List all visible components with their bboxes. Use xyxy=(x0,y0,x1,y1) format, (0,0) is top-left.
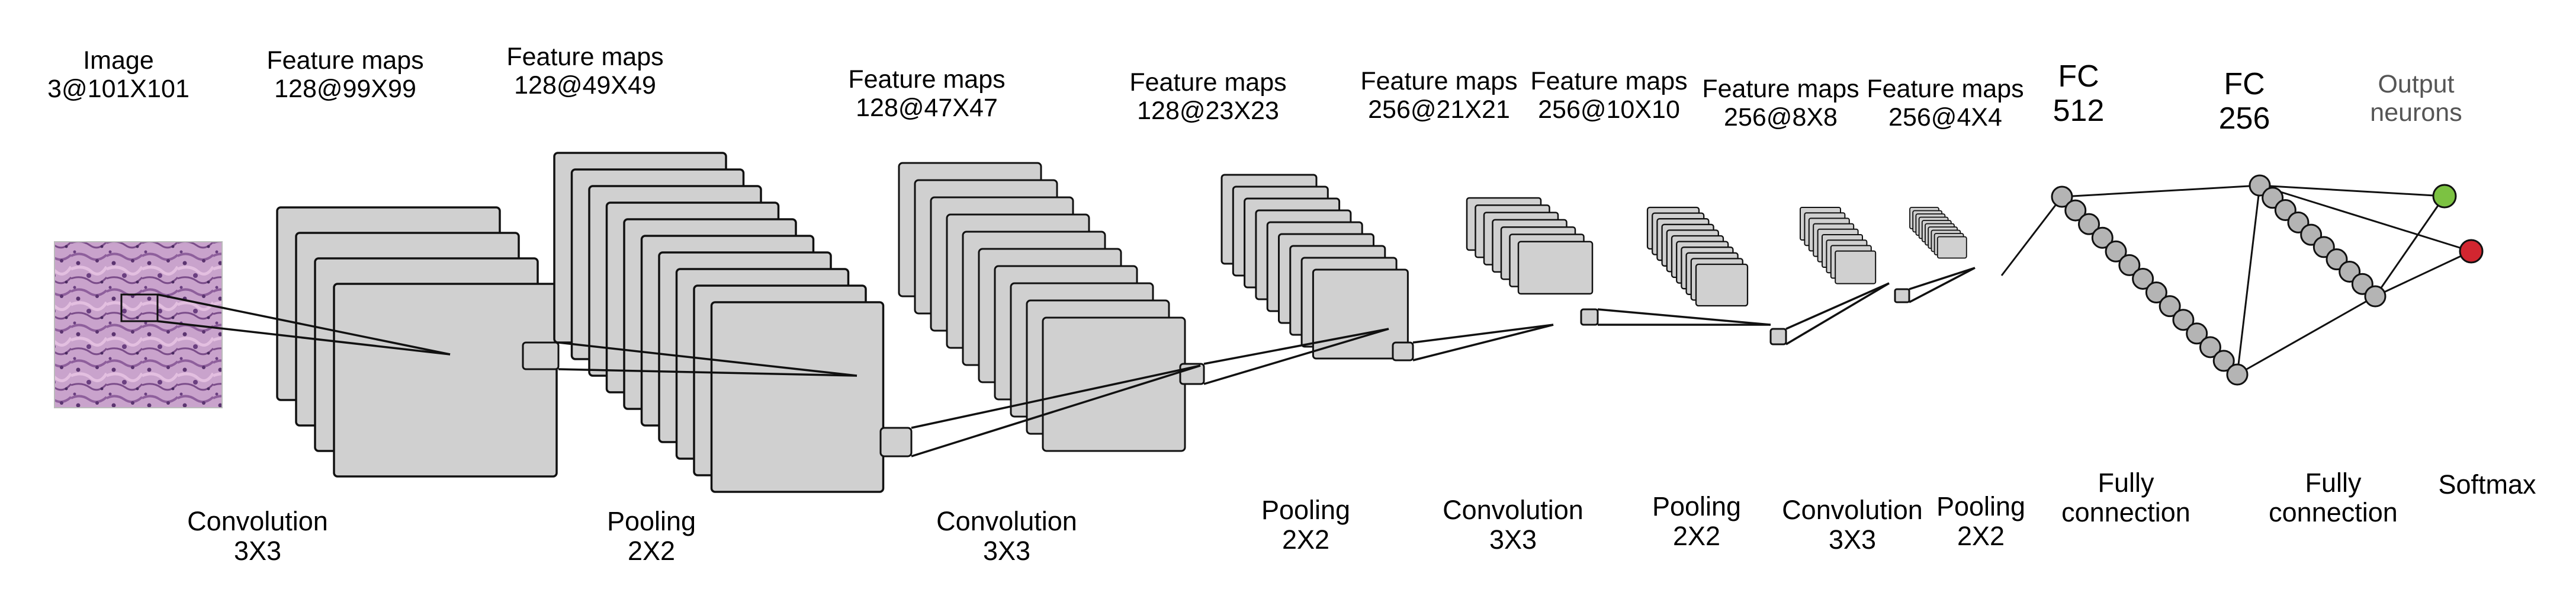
feature-map-stack-2 xyxy=(553,152,885,493)
feature-map xyxy=(1936,236,1967,259)
connection-line xyxy=(1785,282,1890,345)
fc-edge xyxy=(2375,250,2472,297)
feature-map xyxy=(1835,250,1877,284)
fc-neuron xyxy=(2118,254,2141,276)
connection-line xyxy=(157,320,451,356)
connection-line xyxy=(157,293,451,356)
op-label-softmax: Softmax xyxy=(2438,469,2536,500)
receptive-field-box xyxy=(1769,328,1787,345)
feature-map-stack-8 xyxy=(1909,207,1967,259)
receptive-field-box xyxy=(1580,308,1599,326)
feature-map xyxy=(710,301,885,493)
connection-line xyxy=(1203,328,1389,365)
fc-neuron xyxy=(2199,336,2221,359)
connection-line xyxy=(1909,267,1976,290)
fc-edge xyxy=(2236,185,2261,375)
fc-neuron xyxy=(2159,295,2181,318)
receptive-field-box xyxy=(120,293,159,322)
fc-neuron xyxy=(2091,226,2114,249)
neurons xyxy=(2051,174,2484,386)
receptive-field-box xyxy=(1894,288,1910,303)
fc-neuron xyxy=(2186,322,2208,345)
receptive-field-box xyxy=(522,341,560,370)
connection-line xyxy=(911,364,1201,457)
fc-neuron xyxy=(2064,199,2087,222)
feature-map-stack-5 xyxy=(1466,197,1594,295)
feature-map-stack-3 xyxy=(898,162,1186,452)
connection-lines xyxy=(157,267,1976,457)
feature-map xyxy=(1312,268,1409,360)
connection-line xyxy=(558,341,857,377)
fc-edge xyxy=(2374,196,2446,297)
feature-map-stack-6 xyxy=(1646,206,1749,307)
feature-map xyxy=(1695,263,1749,307)
feature-map xyxy=(333,283,558,478)
fc-edge xyxy=(2237,295,2376,376)
fc-edge xyxy=(2000,196,2063,276)
fc-neuron xyxy=(2105,240,2127,263)
connection-line xyxy=(1412,324,1554,361)
connection-line xyxy=(1597,308,1771,326)
fc-neuron xyxy=(2132,267,2154,290)
connection-line xyxy=(1203,328,1389,385)
connection-line xyxy=(1412,324,1554,344)
feature-map-stacks xyxy=(276,152,1967,493)
output-neuron xyxy=(2432,184,2457,209)
connection-line xyxy=(558,368,857,377)
fc-neuron xyxy=(2145,281,2167,304)
fc-edge xyxy=(2259,184,2445,197)
connection-line xyxy=(1785,282,1890,330)
receptive-field-box xyxy=(1392,341,1414,361)
connection-line xyxy=(1909,267,1976,303)
feature-map-stack-7 xyxy=(1800,207,1877,284)
fc-neuron xyxy=(2364,285,2387,308)
fc-edge xyxy=(2259,184,2472,252)
fc-neuron xyxy=(2172,309,2195,331)
fc-neuron xyxy=(2212,350,2235,372)
fc-neuron xyxy=(2226,363,2249,386)
fc-neuron xyxy=(2051,185,2073,208)
output-neuron xyxy=(2459,239,2484,264)
receptive-field-box xyxy=(879,427,913,457)
feature-map-stack-1 xyxy=(276,206,558,478)
fc-neuron xyxy=(2078,213,2100,235)
fc-edge xyxy=(2061,184,2260,198)
feature-map xyxy=(1517,241,1594,295)
connection-line xyxy=(911,364,1201,429)
feature-map-stack-4 xyxy=(1220,174,1409,360)
